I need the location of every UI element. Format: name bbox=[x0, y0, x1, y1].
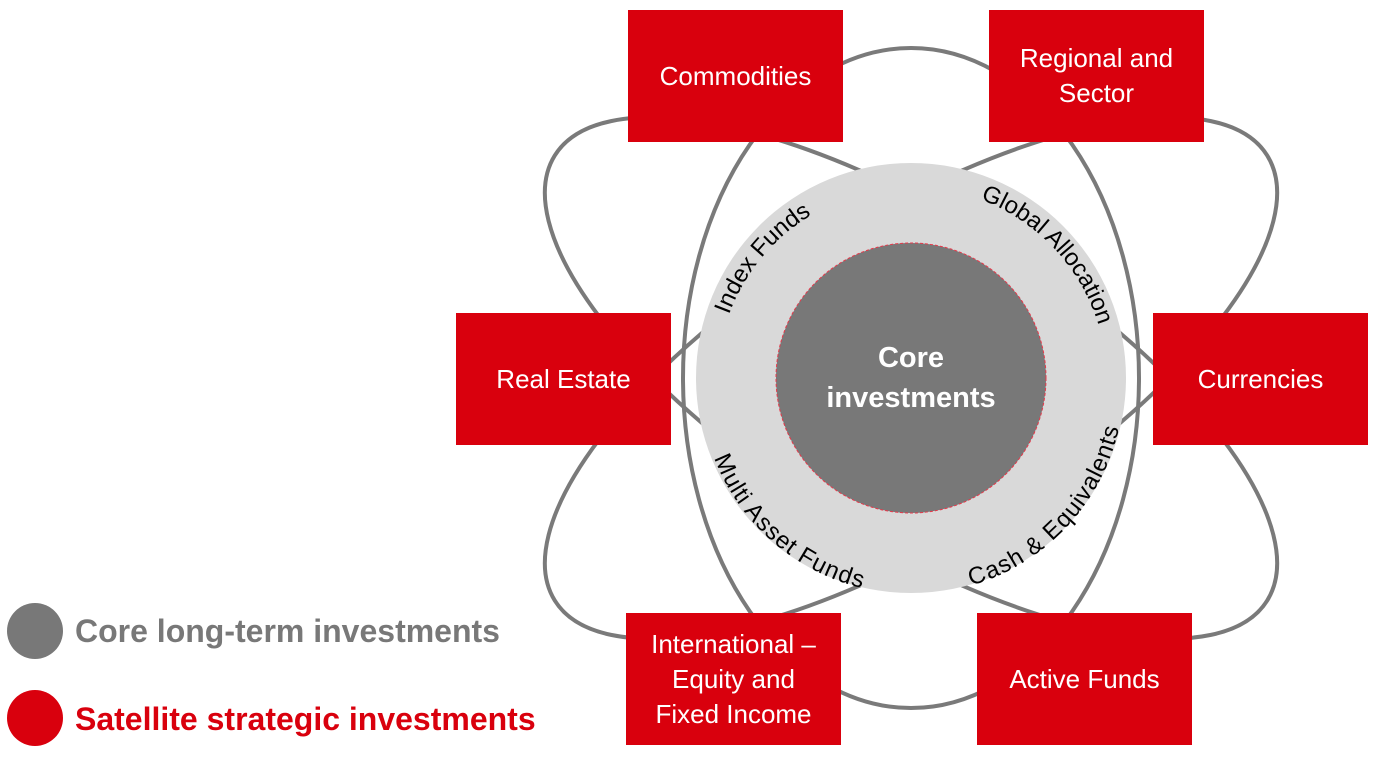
core-label: Core investments bbox=[826, 342, 996, 414]
core-circle bbox=[775, 242, 1047, 514]
satellite-commodities: Commodities bbox=[628, 10, 843, 142]
legend-core-label: Core long-term investments bbox=[75, 613, 500, 649]
orbit-vertical bbox=[681, 46, 1141, 710]
legend-satellite-dot bbox=[7, 690, 63, 746]
satellite-currencies: Currencies bbox=[1153, 313, 1368, 445]
satellite-active-funds: Active Funds bbox=[977, 613, 1192, 745]
satellite-regional-sector: Regional and Sector bbox=[989, 10, 1204, 142]
satellite-real-estate: Real Estate bbox=[456, 313, 671, 445]
satellite-international: International – Equity and Fixed Income bbox=[626, 613, 841, 745]
legend-satellite-label: Satellite strategic investments bbox=[75, 701, 536, 737]
legend-core-dot bbox=[7, 603, 63, 659]
